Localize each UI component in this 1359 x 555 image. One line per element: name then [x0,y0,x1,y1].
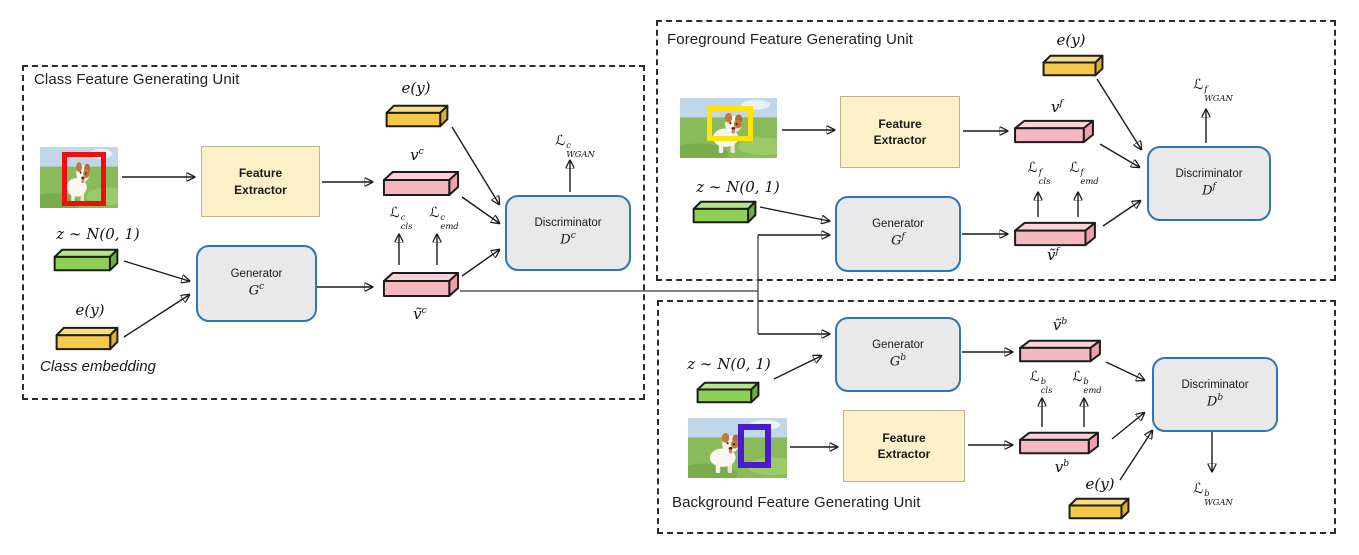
panel-title-class: Class Feature Generating Unit [34,71,240,88]
generator-foreground: Generator Gf [835,196,961,272]
feature-extractor-label: Feature [878,116,922,131]
real-feature-label-background: vb [1054,458,1070,476]
discriminator-foreground: Discriminator Df [1147,146,1271,221]
discriminator-symbol: Dc [560,231,576,248]
generator-symbol: Gf [891,232,905,249]
fake-feature-bar-class [382,271,460,298]
generator-symbol: Gb [889,352,907,370]
discriminator-label: Discriminator [534,217,602,230]
class-input-image [40,147,118,208]
feature-extractor-label: Feature [238,166,283,181]
fake-feature-label-foreground: ṽf [1047,246,1059,264]
generator-background: Generator Gb [835,317,961,392]
embedding-bar-class-top [385,104,449,128]
generator-symbol: Gc [248,281,265,299]
noise-label-background: z ∼ N(0, 1) [687,355,771,373]
discriminator-label: Discriminator [1175,167,1243,180]
noise-label-class: z ∼ N(0, 1) [56,225,140,243]
panel-title-foreground: Foreground Feature Generating Unit [667,31,914,48]
real-feature-bar-class [382,170,460,197]
foreground-input-image [680,98,777,158]
fake-feature-label-class: ṽc [413,305,427,323]
discriminator-background: Discriminator Db [1152,357,1278,432]
real-feature-bar-background [1018,431,1100,455]
panel-background-unit [657,300,1336,534]
discriminator-symbol: Df [1202,181,1216,199]
panel-class-unit [22,65,645,400]
embedding-bar-foreground [1042,54,1104,77]
embedding-bar-class-bottom [55,326,119,351]
feature-extractor-label: Extractor [877,447,931,461]
background-input-image [688,418,787,478]
discriminator-class: Discriminator Dc [505,195,631,271]
discriminator-label: Discriminator [1181,378,1249,391]
fake-feature-bar-foreground [1013,221,1097,247]
noise-bar-class [53,248,119,272]
noise-label-foreground: z ∼ N(0, 1) [696,178,780,196]
feature-extractor-background: Feature Extractor [843,410,965,482]
embedding-label-class-bottom: e(y) [75,301,105,319]
generator-label: Generator [872,218,924,231]
background-bounding-box [738,424,772,469]
feature-extractor-label: Feature [882,430,926,445]
generator-class: Generator Gc [196,245,317,322]
embedding-label-background: e(y) [1085,475,1115,493]
real-feature-label-foreground: vf [1051,98,1063,116]
panel-title-background: Background Feature Generating Unit [672,494,921,511]
embedding-bar-background [1068,497,1130,520]
fake-feature-bar-background [1018,339,1102,363]
noise-bar-foreground [692,200,757,224]
foreground-bounding-box [707,106,753,141]
fake-feature-label-background: ṽb [1052,316,1068,334]
discriminator-symbol: Db [1206,392,1224,410]
real-feature-label-class: vc [410,146,424,164]
generator-label: Generator [230,267,283,280]
class-embedding-caption: Class embedding [40,358,156,375]
class-bounding-box [61,151,106,206]
feature-extractor-class: Feature Extractor [201,146,320,217]
embedding-label-class-top: e(y) [401,79,431,97]
feature-extractor-label: Extractor [873,133,927,147]
generator-label: Generator [872,338,924,351]
noise-bar-background [696,381,760,404]
real-feature-bar-foreground [1013,119,1095,144]
dog-photo [680,98,777,158]
embedding-label-foreground: e(y) [1056,31,1086,49]
feature-extractor-label: Extractor [234,182,287,197]
panel-foreground-unit [656,20,1336,281]
feature-extractor-foreground: Feature Extractor [840,96,960,168]
